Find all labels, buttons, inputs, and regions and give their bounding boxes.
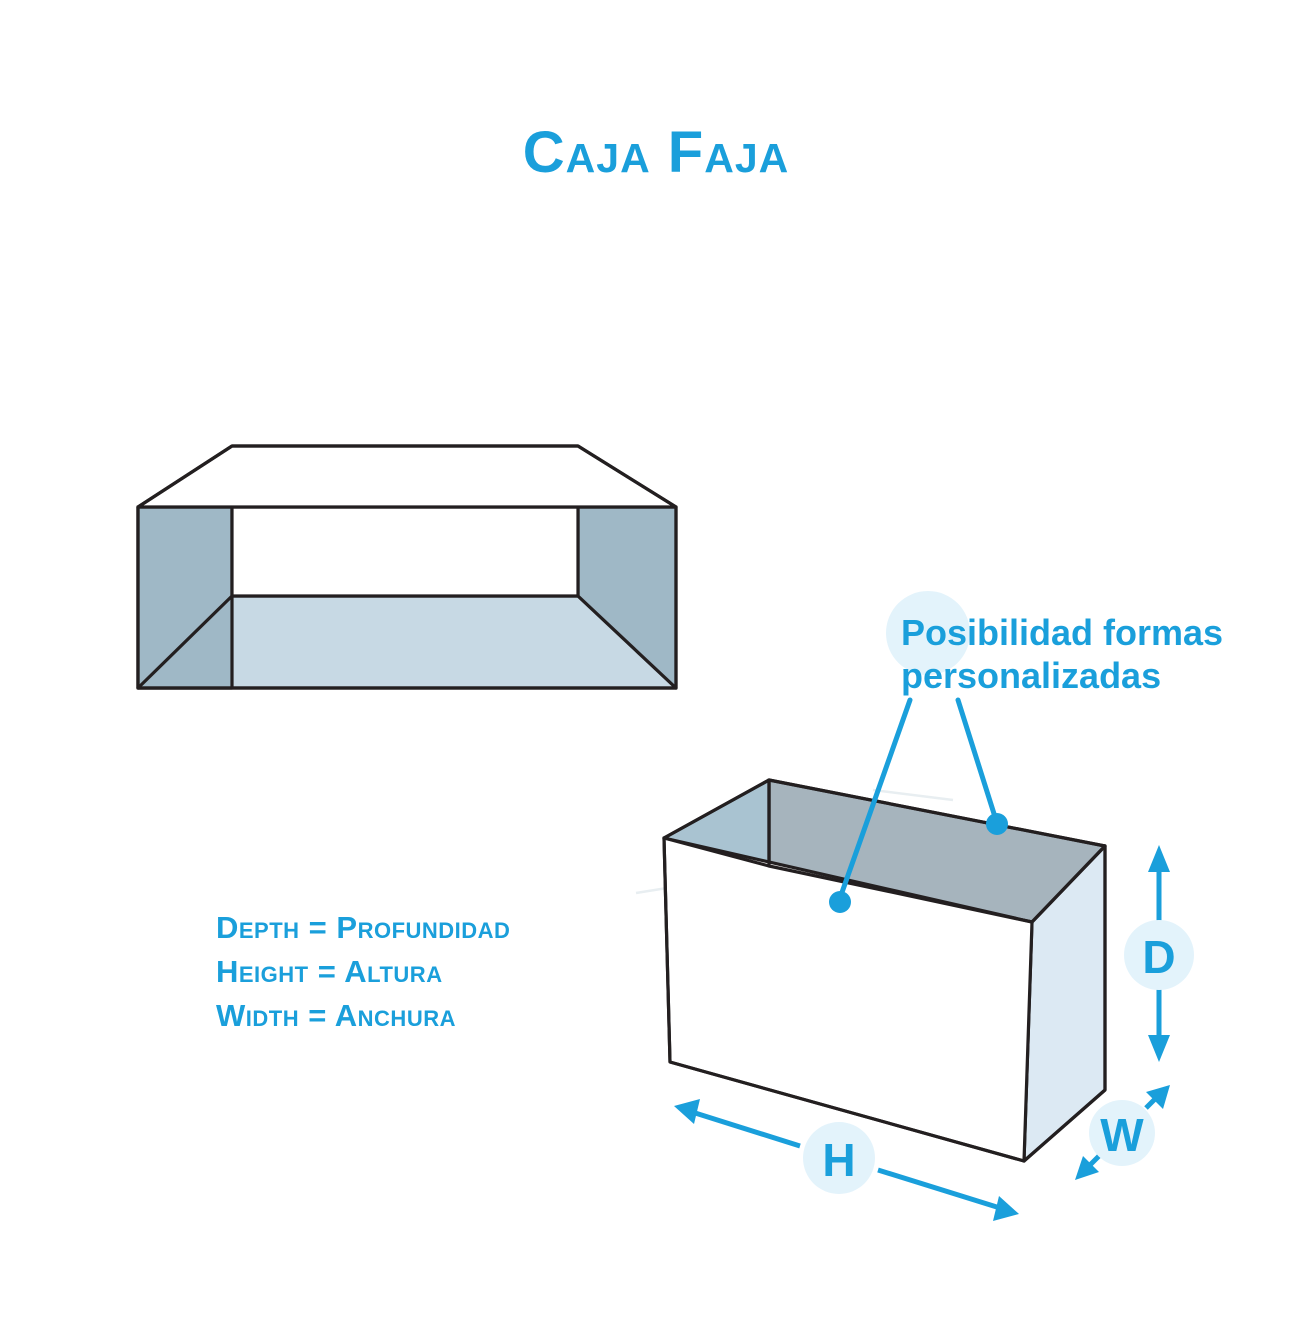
legend-row-height: Height = Altura bbox=[216, 954, 443, 989]
figure-open-tray bbox=[136, 444, 678, 690]
depth-arrowhead-down bbox=[1148, 1035, 1170, 1062]
callout-endpoint-dot-left bbox=[829, 891, 851, 913]
tray-outer-silhouette bbox=[136, 444, 678, 690]
height-arrowhead-right bbox=[993, 1196, 1019, 1221]
dimension-depth: D bbox=[1124, 845, 1194, 1062]
legend-row-width: Width = Anchura bbox=[216, 998, 456, 1033]
legend-block: Depth = Profundidad Height = Altura Widt… bbox=[216, 910, 510, 1033]
callout-leader-line-right bbox=[955, 697, 999, 823]
callout-line-1: Posibilidad formas bbox=[901, 612, 1223, 653]
guide-line-top bbox=[872, 788, 954, 802]
figure-open-box-isometric bbox=[662, 778, 1107, 1163]
width-arrowhead-upright bbox=[1146, 1085, 1170, 1109]
page-title: Caja Faja bbox=[523, 120, 789, 185]
callout-endpoint-dot-right bbox=[986, 813, 1008, 835]
height-arrow-shaft-left bbox=[691, 1109, 801, 1149]
depth-label: D bbox=[1142, 931, 1175, 983]
legend-row-depth: Depth = Profundidad bbox=[216, 910, 510, 945]
depth-label-halo bbox=[1124, 920, 1194, 990]
callout-custom-shapes: Posibilidad formas personalizadas bbox=[829, 591, 1223, 913]
callout-halo bbox=[886, 591, 970, 675]
height-label: H bbox=[822, 1134, 855, 1186]
box-right-rim-edge bbox=[1030, 844, 1107, 924]
width-label: W bbox=[1100, 1109, 1144, 1161]
width-arrowhead-downleft bbox=[1075, 1156, 1099, 1180]
width-label-halo bbox=[1089, 1100, 1155, 1166]
callout-leader-line-left bbox=[837, 697, 913, 901]
callout-line-2: personalizadas bbox=[901, 655, 1161, 696]
height-label-halo bbox=[803, 1122, 875, 1194]
height-arrowhead-left bbox=[674, 1099, 700, 1124]
dimension-width: W bbox=[1075, 1085, 1170, 1180]
dimension-height: H bbox=[674, 1099, 1019, 1221]
tray-back-wall bbox=[230, 505, 580, 598]
depth-arrowhead-up bbox=[1148, 845, 1170, 872]
height-arrow-shaft-right bbox=[877, 1167, 1001, 1211]
